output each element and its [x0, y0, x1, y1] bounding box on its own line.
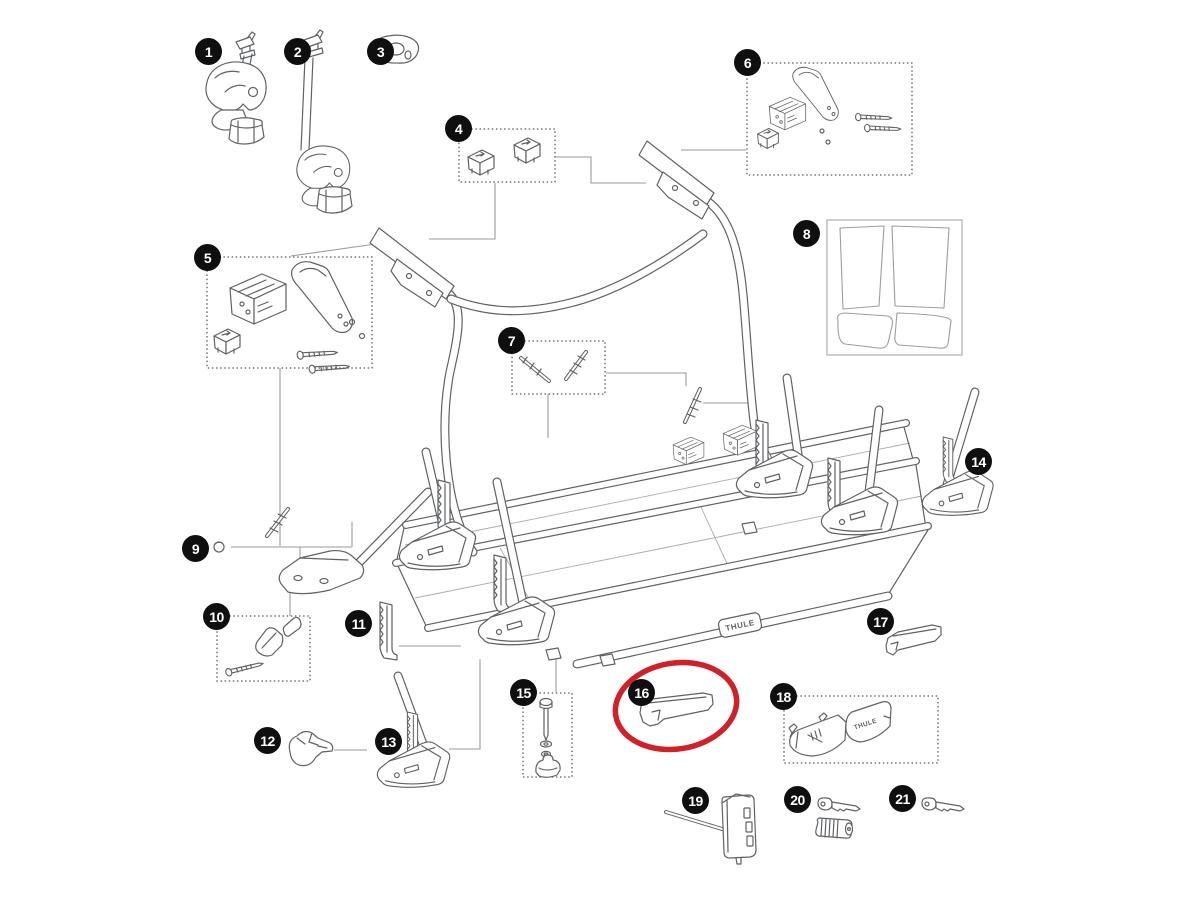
part-15-group [522, 692, 573, 778]
part-callout-17[interactable]: 17 [867, 608, 894, 635]
part-7-box [511, 340, 606, 395]
part-8-box [826, 219, 963, 356]
part-callout-18[interactable]: 18 [770, 683, 797, 710]
part-callout-10[interactable]: 10 [203, 603, 230, 630]
part-callout-7[interactable]: 7 [498, 327, 525, 354]
part-1-drawing [205, 31, 267, 145]
part-callout-15[interactable]: 15 [510, 679, 537, 706]
part-callout-16[interactable]: 16 [628, 679, 655, 706]
carrier-frame-drawing: THULE [265, 140, 932, 669]
part-callout-13[interactable]: 13 [375, 728, 402, 755]
part-15-box [522, 692, 573, 778]
part-9-drawing [213, 541, 225, 553]
leader-lines [231, 149, 756, 751]
part-callout-21[interactable]: 21 [889, 785, 916, 812]
part-17-drawing [885, 624, 942, 656]
highlight-ellipse-part-16 [612, 659, 740, 753]
part-callout-11[interactable]: 11 [345, 610, 372, 637]
part-19-drawing [664, 793, 757, 865]
part-5-box [206, 256, 373, 369]
part-callout-6[interactable]: 6 [734, 49, 761, 76]
part-4-group [458, 128, 556, 183]
part-callout-12[interactable]: 12 [254, 727, 281, 754]
part-13-drawing [376, 671, 451, 788]
part-callout-3[interactable]: 3 [367, 38, 394, 65]
part-7-group [511, 340, 606, 395]
part-12-drawing [288, 730, 334, 767]
part-callout-9[interactable]: 9 [182, 535, 209, 562]
part-5-group [206, 256, 373, 377]
part-callout-20[interactable]: 20 [784, 786, 811, 813]
part-11-drawing [379, 601, 398, 661]
part-callout-14[interactable]: 14 [965, 448, 992, 475]
part-callout-19[interactable]: 19 [682, 787, 709, 814]
part-10-group [216, 615, 311, 682]
part-18-group: THULE [783, 695, 939, 764]
part-4-box [458, 128, 556, 183]
part-6-group [746, 62, 913, 176]
part-20-drawing [815, 797, 861, 839]
part-8-group [826, 219, 963, 356]
part-10-box [216, 615, 311, 682]
part-callout-1[interactable]: 1 [195, 38, 222, 65]
part-callout-2[interactable]: 2 [284, 38, 311, 65]
part-callout-5[interactable]: 5 [194, 244, 221, 271]
part-callout-8[interactable]: 8 [793, 220, 820, 247]
brand-badge: THULE [717, 612, 763, 638]
part-2-drawing [296, 29, 353, 214]
part-callout-4[interactable]: 4 [445, 115, 472, 142]
part-21-drawing [921, 797, 965, 812]
part-6-box [746, 62, 913, 176]
part-14-drawing [921, 387, 994, 516]
